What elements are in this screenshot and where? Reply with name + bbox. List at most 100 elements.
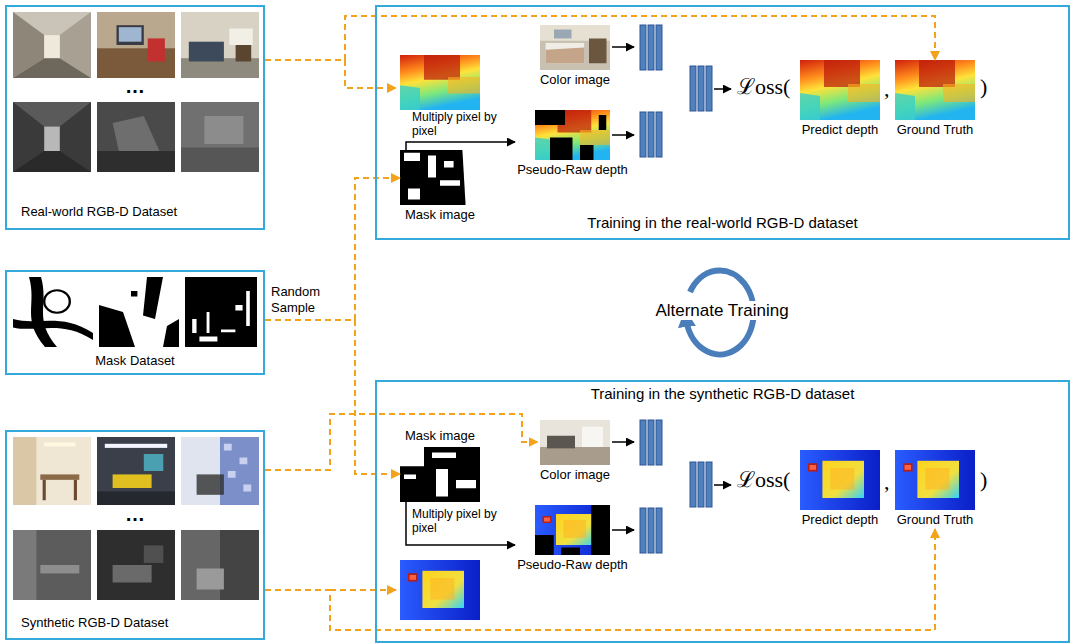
image-caption: Pseudo-Raw depth [515,162,630,178]
mask-photo [400,447,480,502]
color-image: Color image [538,420,613,484]
label-anchor: Alternate Training [652,301,791,320]
loss-bracket: ) [980,469,987,491]
connector [265,414,538,470]
label-anchor: Random Sample [271,284,349,316]
loss-symbol: ℒoss( [737,469,790,491]
depth-map [400,55,480,110]
dataset-panel: Mask Dataset [5,270,265,375]
connector [406,142,515,150]
picture-part [648,112,654,157]
depth-photo [181,530,259,600]
depth-map [895,450,975,510]
depth-map [400,560,480,620]
picture-part [698,462,704,507]
picture-part [656,25,662,70]
label-anchor: ℒoss( [737,469,790,491]
depth-map [800,450,880,510]
flow-arrows [612,47,731,530]
pseudo-depth-map [535,110,610,160]
mask-image: Mask image [400,150,480,224]
label-anchor: ) [980,469,987,491]
picture-part [640,420,646,465]
picture-part [656,112,662,157]
panel-caption: Mask Dataset [95,353,174,369]
pseudo-depth-map [535,505,610,555]
loss-separator: , [884,78,890,100]
dataset-panel: Synthetic RGB-D Dataset [5,430,265,640]
picture-part [640,112,646,157]
panel-caption: Training in the synthetic RGB-D dataset [591,385,855,404]
edge-label: Multiply pixel by pixel [412,111,510,139]
alternate-training-label: Alternate Training [652,301,791,320]
mask-image: Mask image [400,428,480,502]
label-anchor: , [884,78,890,100]
pseudo-raw-depth: Pseudo-Raw depth [515,505,630,574]
depth-photo [97,102,175,172]
color-photo [540,420,610,465]
image-caption: Ground Truth [895,122,976,138]
picture-part [612,134,634,136]
color-photo [13,437,91,505]
color-photo [540,25,610,70]
image-caption: Color image [538,467,613,483]
loss-symbol: ℒoss( [737,76,790,98]
label-anchor: Multiply pixel by pixel [412,111,510,139]
picture-part [706,66,712,111]
picture-part [612,441,634,443]
label-anchor: … [125,504,145,525]
picture-part [648,508,654,553]
picture-part [656,420,662,465]
picture-part [690,66,696,111]
picture-part [690,462,696,507]
loss-bracket: ) [980,76,987,98]
depth-photo [13,102,91,172]
color-photo [13,12,91,78]
picture-part [345,60,396,88]
edge-label: Multiply pixel by pixel [412,508,510,536]
color-image: Color image [538,25,613,89]
picture-part [640,25,646,70]
image-caption: Pseudo-Raw depth [515,557,630,573]
image-caption: Mask image [400,428,480,444]
label-anchor: Multiply pixel by pixel [412,508,510,536]
random-sample-note: Random Sample [271,284,349,315]
ground-truth-depth: Ground Truth [895,450,976,529]
loss-separator: , [884,471,890,493]
depth-photo [13,530,91,600]
image-caption: Predict depth [800,122,881,138]
connector [265,178,400,320]
dataset-panel: Real-world RGB-D Dataset [5,5,265,230]
picture-part [648,25,654,70]
depth-photo [181,102,259,172]
network-layers [640,25,712,553]
picture-part [714,88,731,90]
connector [265,529,935,630]
ellipsis: … [125,504,145,524]
panel-caption: Training in the real-world RGB-D dataset [587,214,857,233]
predicted-depth: Predict depth [800,450,881,529]
mask-photo [99,277,179,347]
image-caption: Mask image [400,207,480,223]
picture-part [640,508,646,553]
depth-photo [97,530,175,600]
mask-photo [185,277,257,347]
mask-photo [400,150,480,205]
color-photo [181,437,259,505]
predicted-depth: Predict depth [800,60,881,139]
ground-truth-depth: Ground Truth [895,60,976,139]
color-photo [97,437,175,505]
data-flow-branch [330,60,396,590]
picture-part [330,589,396,591]
color-photo [181,12,259,78]
depth-map [800,60,880,120]
image-caption: Predict depth [800,512,881,528]
connector [406,502,515,545]
picture-part [656,508,662,553]
label-anchor: ℒoss( [737,76,790,98]
picture-part [706,462,712,507]
depth-map [895,60,975,120]
